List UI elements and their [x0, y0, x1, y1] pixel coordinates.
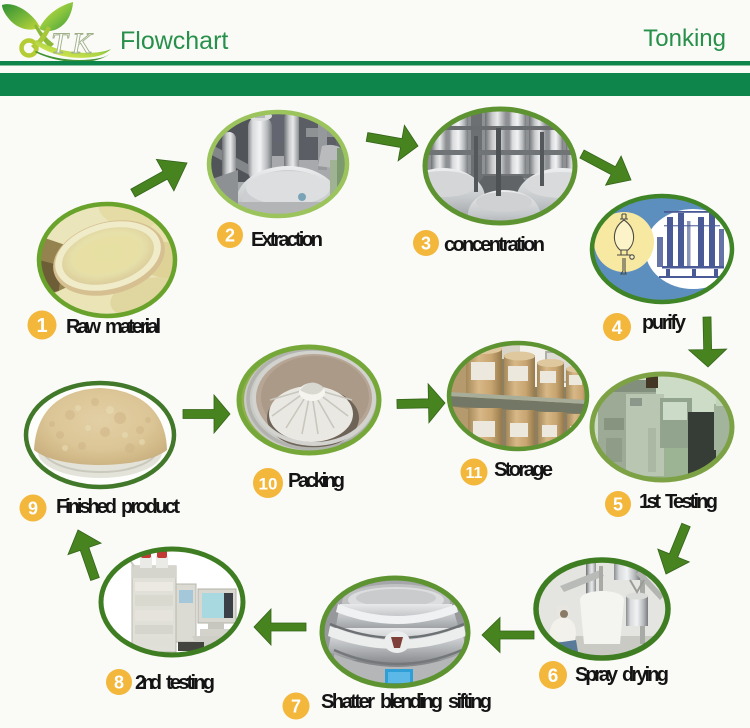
svg-text:sifting: sifting	[448, 691, 492, 713]
svg-text:concentration: concentration	[444, 234, 545, 256]
svg-text:K: K	[71, 27, 94, 60]
svg-text:Tonking: Tonking	[643, 25, 726, 52]
svg-text:10: 10	[259, 475, 278, 494]
svg-text:Packing: Packing	[288, 470, 345, 492]
svg-text:product: product	[121, 496, 180, 518]
svg-text:Testing: Testing	[665, 491, 718, 513]
svg-text:Flowchart: Flowchart	[120, 27, 228, 55]
svg-text:material: material	[105, 316, 161, 338]
svg-text:1: 1	[36, 315, 47, 337]
svg-text:drying: drying	[622, 664, 669, 686]
svg-text:1st: 1st	[639, 491, 661, 513]
svg-text:4: 4	[612, 318, 623, 339]
svg-text:9: 9	[28, 499, 38, 519]
svg-text:Finished: Finished	[56, 496, 117, 518]
svg-text:Spray: Spray	[575, 664, 619, 686]
svg-text:testing: testing	[166, 672, 215, 694]
svg-text:2: 2	[225, 226, 235, 246]
svg-text:Extraction: Extraction	[251, 229, 323, 251]
svg-text:3: 3	[421, 234, 431, 254]
svg-text:11: 11	[466, 465, 483, 482]
svg-text:6: 6	[548, 666, 559, 687]
svg-text:8: 8	[114, 673, 124, 693]
svg-text:Raw: Raw	[66, 316, 101, 338]
svg-text:Storage: Storage	[494, 459, 553, 481]
svg-text:purify: purify	[642, 312, 687, 334]
svg-text:Shatter: Shatter	[321, 691, 375, 713]
svg-text:blending: blending	[380, 691, 443, 713]
svg-text:7: 7	[291, 697, 301, 717]
svg-text:5: 5	[613, 495, 623, 515]
svg-text:2nd: 2nd	[135, 672, 162, 694]
svg-text:T: T	[51, 27, 70, 60]
